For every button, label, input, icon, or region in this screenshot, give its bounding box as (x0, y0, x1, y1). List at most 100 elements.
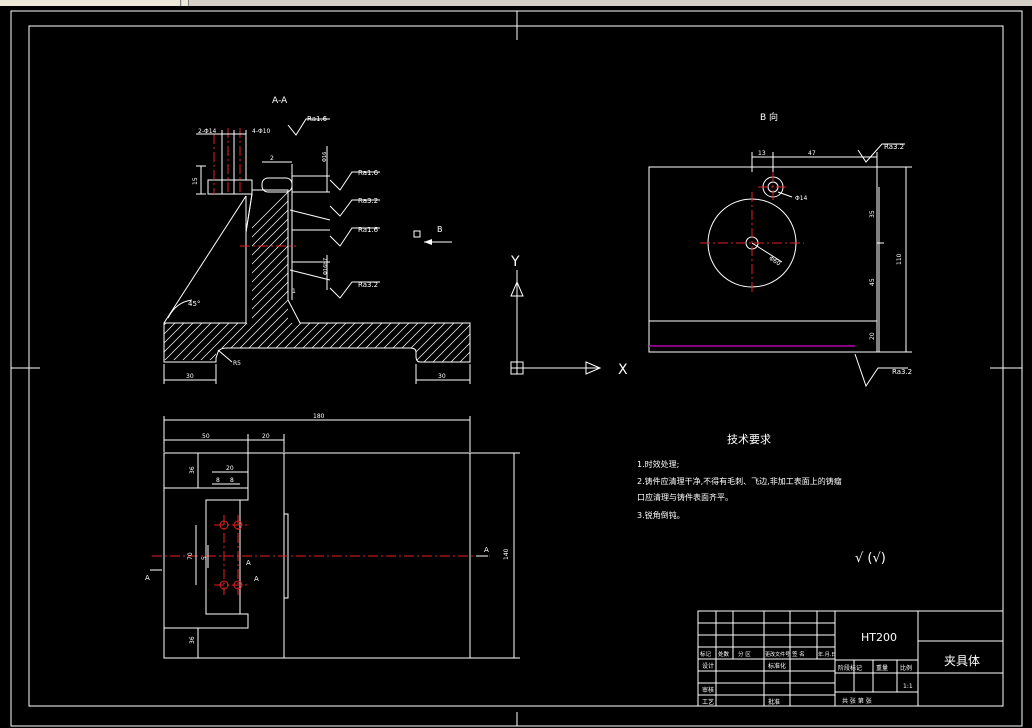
dim-8-b: 8 (230, 477, 234, 484)
section-aa-view: 2-Φ14 4-Φ10 Ra1.6 15 2 Φ16 Ra1.6 Ra3.2 R… (163, 115, 714, 384)
hatch-line (459, 190, 470, 362)
section-marker-a-right: A (484, 546, 489, 554)
window-tab-divider (182, 0, 189, 6)
tb-designer: 设计 (702, 662, 714, 670)
view-b: Φ60 Φ14 13 47 Ra3.2 110 35 45 20 Ra3.2 (648, 143, 912, 388)
hatch-line (423, 190, 470, 362)
ucs-y-label: Y (510, 254, 520, 270)
window-top-strip (0, 0, 1032, 6)
hatch-line (405, 190, 470, 362)
dim-20-top: 20 (262, 433, 270, 440)
tb-count: 处数 (718, 650, 730, 658)
hatch-line (450, 190, 470, 362)
center-marks (11, 11, 1022, 726)
tol-phi16: Φ16 (322, 152, 328, 162)
tol-phi16h7: Φ16H7 (323, 258, 329, 275)
tb-date: 年.月.日 (818, 651, 836, 658)
hatch-line (164, 190, 364, 362)
hatch-line (378, 190, 470, 362)
hatch-line (324, 190, 470, 362)
section-marker-a-mid: A (246, 559, 251, 567)
hatch-line (198, 190, 400, 362)
dim-36-bottom: 36 (189, 636, 196, 644)
title-block-grid-left (698, 611, 835, 706)
hatch-line (270, 190, 470, 362)
hatch-line (306, 190, 470, 362)
dim-8-a: 8 (216, 477, 220, 484)
dim-20: 20 (869, 332, 876, 340)
hatch-line (164, 190, 301, 362)
tb-sheets: 共 张 第 张 (842, 697, 872, 705)
dim-35: 35 (869, 210, 876, 218)
hatch-line (180, 190, 382, 362)
hatch-line (234, 190, 436, 362)
hatch-line (505, 180, 705, 380)
roughness-r7: Ra3.2 (892, 368, 912, 376)
tb-part-name: 夹具体 (944, 654, 980, 668)
hatch-line (441, 190, 470, 362)
hatch-line (164, 190, 310, 362)
hatch-line (279, 190, 470, 362)
tb-weight: 重量 (876, 664, 888, 672)
dim-45deg: 45° (188, 300, 200, 308)
hatch-line (351, 190, 470, 362)
plan-holes (214, 515, 248, 595)
dim-phi-bore: Φ60 (767, 255, 781, 268)
dim-r5: R5 (233, 360, 241, 367)
dim-15: 15 (192, 177, 199, 185)
hatch-line (171, 190, 373, 362)
roughness-symbol-7 (854, 353, 908, 388)
roughness-r2: Ra1.6 (358, 169, 379, 177)
technical-requirements: 技术要求 1.时效处理; 2.铸件应清理干净,不得有毛刺、飞边,非加工表面上的铸… (637, 433, 886, 566)
b-view-plate (648, 166, 878, 353)
hatch-line (414, 190, 470, 362)
dim-2: 2 (270, 155, 274, 162)
roughness-other: √ (√) (855, 551, 886, 566)
roughness-symbol-2 (329, 171, 380, 191)
view-b-arrow: B (413, 225, 452, 245)
dim-45: 45 (869, 278, 876, 286)
view-b-label: B 向 (760, 111, 778, 123)
hatch-line (432, 190, 470, 362)
plan-view: 180 50 20 20 8 8 36 70 5 36 140 A A A A (145, 413, 520, 659)
dim-20-inner: 20 (226, 465, 234, 472)
cad-drawing-canvas[interactable]: A-A 2-Φ14 4-Φ10 Ra1.6 15 (0, 6, 1032, 728)
dim-30-left: 30 (186, 373, 194, 380)
tb-approve: 批准 (768, 698, 780, 706)
hatch-line (216, 190, 418, 362)
roughness-symbol-1 (287, 118, 330, 136)
hatch-line (478, 180, 678, 380)
hatch-line (514, 180, 714, 380)
tb-stage-mark: 阶段标记 (838, 664, 862, 672)
roughness-r4: Ra1.6 (358, 226, 379, 234)
dim-180: 180 (313, 413, 325, 420)
tb-material: HT200 (861, 631, 897, 644)
roughness-r1: Ra1.6 (307, 115, 328, 123)
view-b-arrow-label: B (437, 225, 443, 234)
hatch-line (396, 190, 470, 362)
hatch-line (369, 190, 470, 362)
tb-review: 审核 (702, 686, 714, 694)
upper-block (207, 179, 253, 233)
base-outline (163, 189, 471, 363)
ucs-x-label: X (618, 362, 628, 378)
tb-signature: 签 名 (792, 650, 805, 658)
hatch-line (164, 190, 355, 362)
tech-title: 技术要求 (727, 433, 771, 446)
window-tab[interactable] (0, 0, 181, 6)
vertical-ext-lines (221, 130, 293, 300)
tb-marks: 标记 (700, 650, 712, 658)
hatch-line (387, 190, 470, 362)
tb-zone: 分 区 (738, 650, 751, 658)
hatch-line (164, 190, 328, 362)
tb-process: 工艺 (702, 698, 714, 706)
roughness-symbol-5 (289, 269, 380, 299)
hatch-line (496, 180, 696, 380)
hatch-line (252, 190, 454, 362)
hatch-line (342, 190, 470, 362)
hatch-line (225, 190, 427, 362)
roughness-r5: Ra3.2 (358, 281, 378, 289)
roughness-symbol-3 (289, 199, 380, 221)
title-block: HT200 夹具体 标记 处数 分 区 更改文件号 签 名 年.月.日 设计 标… (697, 610, 1004, 707)
dim-phi14: Φ14 (795, 195, 808, 202)
